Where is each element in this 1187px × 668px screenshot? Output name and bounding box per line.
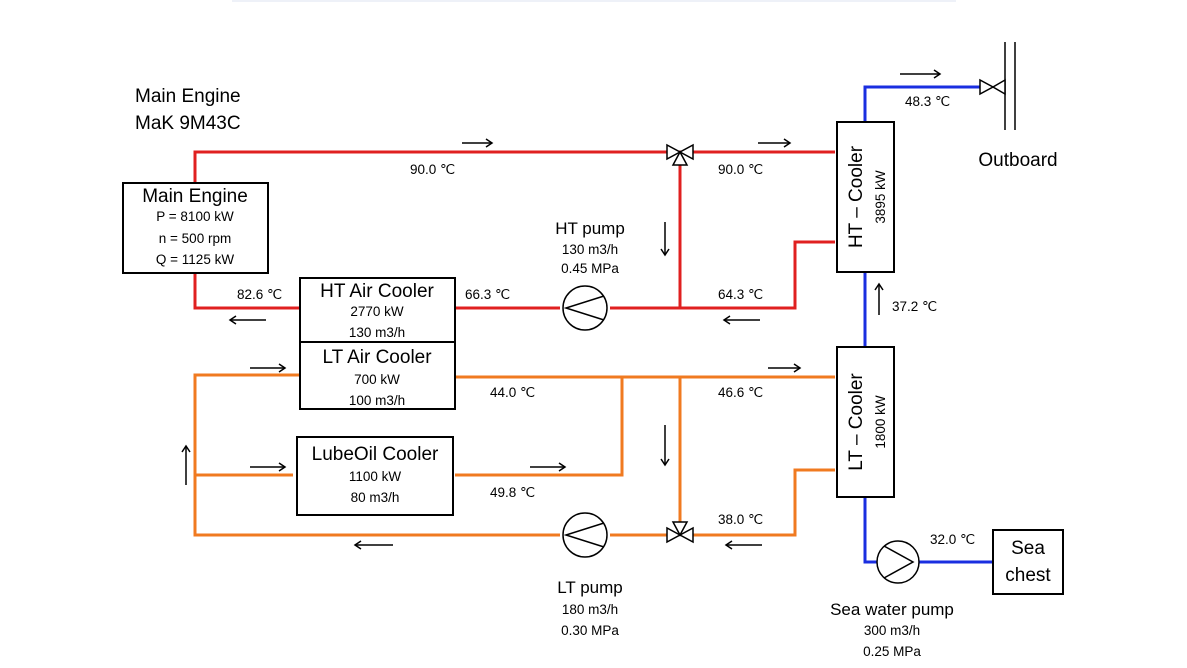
lt-pump-pressure: 0.30 MPa	[561, 623, 619, 638]
temp-sea-between-coolers: 37.2 ℃	[892, 299, 937, 314]
main-engine-box	[122, 182, 269, 274]
ht-three-way-valve-icon	[666, 143, 694, 166]
lt-cooler-title: LT – Cooler	[846, 373, 867, 471]
lube-oil-cooler-power: 1100 kW	[349, 469, 402, 484]
outboard-valve-icon	[979, 78, 1006, 96]
lt-return-pipe	[193, 373, 560, 537]
ht-pump-flow: 130 m3/h	[562, 242, 618, 257]
ht-pump-pressure: 0.45 MPa	[561, 261, 619, 276]
arrow-left-icon	[724, 540, 762, 550]
main-engine-speed: n = 500 rpm	[159, 231, 231, 246]
lt-air-cooler-box	[299, 341, 456, 410]
ht-supply-pipe	[193, 150, 835, 185]
lt-pump-title: LT pump	[557, 578, 623, 597]
sea-chest-line1: Sea	[1011, 538, 1045, 559]
lt-pump-flow: 180 m3/h	[562, 602, 618, 617]
arrow-down-icon	[660, 222, 670, 257]
temp-lt-air-cooler-outlet: 44.0 ℃	[490, 385, 535, 400]
ht-cooler-power: 3895 kW	[873, 170, 888, 224]
temp-ht-cooler-outlet: 64.3 ℃	[718, 287, 763, 302]
temp-ht-return: 82.6 ℃	[237, 287, 282, 302]
sea-water-pump-pressure: 0.25 MPa	[863, 644, 921, 659]
lt-cooler-power: 1800 kW	[873, 395, 888, 449]
sea-water-pipes	[863, 85, 993, 564]
ht-pump-icon	[562, 285, 608, 331]
arrow-right-icon	[462, 138, 494, 148]
arrow-down-icon	[660, 425, 670, 467]
temp-lt-cooler-inlet: 46.6 ℃	[718, 385, 763, 400]
temp-ht-air-cooler-inlet: 66.3 ℃	[465, 287, 510, 302]
sea-water-pump-title: Sea water pump	[830, 600, 954, 619]
sea-chest-line2: chest	[1005, 565, 1051, 586]
arrow-right-icon	[250, 462, 287, 472]
ht-air-cooler-box	[299, 277, 456, 343]
lube-oil-cooler-flow: 80 m3/h	[351, 490, 400, 505]
arrow-right-icon	[758, 138, 792, 148]
flow-arrows	[181, 69, 942, 550]
arrow-up-icon	[874, 282, 884, 315]
arrow-right-icon	[900, 69, 942, 79]
top-border-artifact	[232, 0, 956, 2]
temp-lt-cooler-outlet: 38.0 ℃	[718, 512, 763, 527]
arrow-up-icon	[181, 444, 191, 485]
ht-air-cooler-power: 2770 kW	[350, 304, 404, 319]
ht-cooler-box	[836, 121, 895, 273]
temp-ht-cooler-inlet: 90.0 ℃	[718, 162, 763, 177]
arrow-right-icon	[530, 462, 567, 472]
engine-heading-line2: MaK 9M43C	[135, 113, 241, 134]
lt-circuit-pipes	[193, 373, 835, 537]
lt-lubeoil-outlet-pipe	[455, 377, 624, 477]
lube-oil-cooler-title: LubeOil Cooler	[312, 444, 439, 465]
ht-circuit-pipes	[193, 150, 835, 310]
outboard-label: Outboard	[978, 150, 1057, 171]
lt-pump-icon	[562, 512, 608, 558]
temp-sea-inlet: 32.0 ℃	[930, 532, 975, 547]
ht-pump-title: HT pump	[555, 219, 625, 238]
lt-cooler-return-pipe	[692, 468, 835, 537]
lt-air-cooler-power: 700 kW	[354, 372, 400, 387]
sea-water-pump-icon	[876, 540, 920, 584]
main-engine-power: P = 8100 kW	[156, 209, 234, 224]
lube-oil-cooler-box	[296, 436, 454, 516]
arrow-left-icon	[722, 315, 760, 325]
arrow-right-icon	[768, 363, 802, 373]
temp-ht-engine-outlet: 90.0 ℃	[410, 162, 455, 177]
ht-cooler-return-pipe	[610, 240, 835, 310]
main-engine-heat: Q = 1125 kW	[156, 252, 234, 267]
sea-outboard-pipe	[863, 85, 980, 122]
temp-lube-oil-outlet: 49.8 ℃	[490, 485, 535, 500]
lt-air-cooler-flow: 100 m3/h	[349, 393, 405, 408]
lt-air-cooler-title: LT Air Cooler	[322, 347, 432, 368]
lt-cooler-box	[836, 346, 895, 498]
arrow-left-icon	[353, 540, 393, 550]
ht-air-cooler-flow: 130 m3/h	[349, 325, 405, 340]
main-engine-title: Main Engine	[142, 186, 248, 207]
sea-chest-box	[992, 529, 1064, 595]
ht-air-cooler-title: HT Air Cooler	[320, 281, 434, 302]
ht-engine-return-pipe	[193, 271, 300, 310]
arrow-right-icon	[250, 363, 287, 373]
sea-water-pump-flow: 300 m3/h	[864, 623, 920, 638]
lt-three-way-valve-icon	[666, 521, 694, 544]
sea-pump-pipe	[863, 497, 877, 564]
engine-heading-line1: Main Engine	[135, 86, 241, 107]
ht-cooler-title: HT – Cooler	[846, 145, 867, 248]
temp-sea-outboard: 48.3 ℃	[905, 94, 950, 109]
arrow-left-icon	[228, 315, 266, 325]
